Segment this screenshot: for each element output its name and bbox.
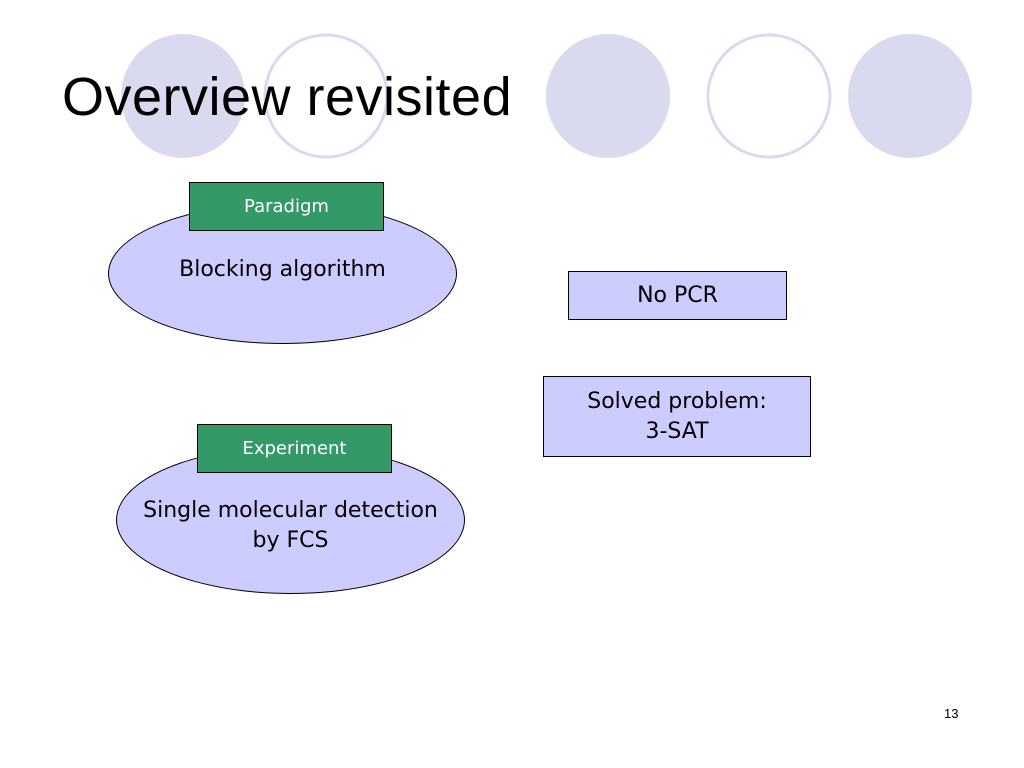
paradigm-tag-label: Paradigm (244, 196, 329, 217)
paradigm-text: Blocking algorithm (179, 256, 386, 282)
solved-problem-line1: Solved problem: (587, 388, 767, 414)
solved-problem-line2: 3-SAT (645, 418, 709, 444)
deco-circle-filled-3 (848, 34, 972, 158)
decorative-circles (121, 33, 972, 159)
no-pcr-text: No PCR (637, 282, 718, 308)
deco-circle-filled-1 (121, 34, 245, 158)
deco-circle-filled-2 (546, 34, 670, 158)
slide-title: Overview revisited (62, 67, 513, 127)
deco-circle-ring-2 (706, 33, 832, 159)
paradigm-tag: Paradigm (189, 182, 384, 231)
page-number: 13 (944, 706, 959, 721)
experiment-text-line1: Single molecular detection (143, 498, 438, 523)
deco-circle-ring-1 (263, 33, 389, 159)
experiment-tag: Experiment (197, 424, 392, 473)
no-pcr-box: No PCR (568, 271, 787, 320)
experiment-text-line2: by FCS (252, 528, 329, 553)
experiment-tag-label: Experiment (242, 438, 347, 459)
solved-problem-box: Solved problem: 3-SAT (543, 376, 811, 457)
